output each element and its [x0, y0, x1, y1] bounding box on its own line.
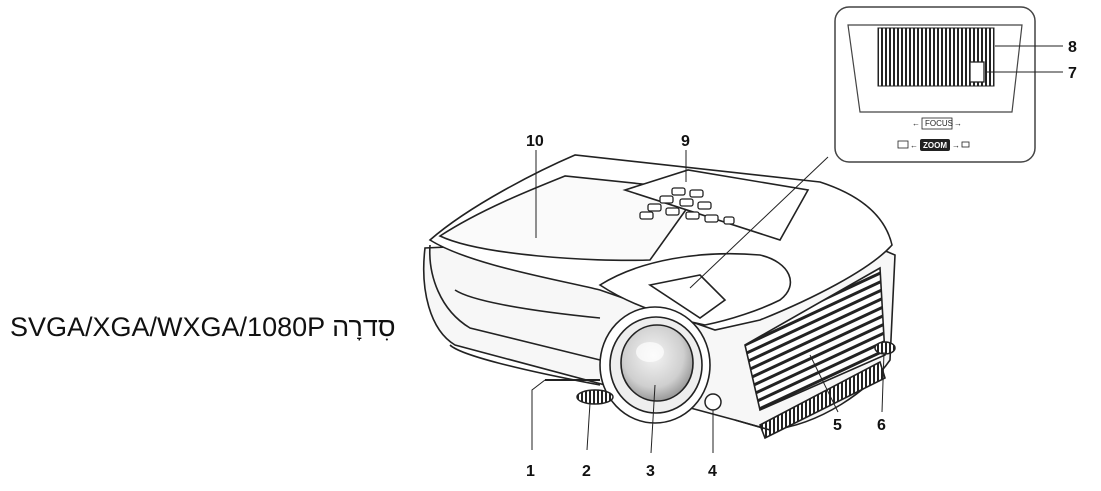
focus-indicator: ← FOCUS → — [912, 117, 962, 130]
callout-7: 7 — [1068, 65, 1077, 82]
svg-text:→: → — [952, 141, 960, 150]
callout-9: 9 — [681, 133, 690, 150]
zoom-focus-inset: ← FOCUS → ← ZOOM → — [834, 6, 1036, 163]
callout-10: 10 — [526, 133, 544, 150]
callout-numbers: 1 2 3 4 5 6 7 8 9 10 — [526, 39, 1077, 480]
callout-4: 4 — [708, 463, 717, 480]
svg-text:←: ← — [910, 141, 918, 150]
series-label: SVGA/XGA/WXGA/1080P סִדרָה — [10, 312, 396, 342]
callout-1: 1 — [526, 463, 535, 480]
control-panel — [639, 187, 735, 225]
focus-label: FOCUS — [925, 119, 953, 128]
zoom-lever — [969, 61, 985, 83]
zoom-label: ZOOM — [923, 141, 947, 150]
svg-text:→: → — [954, 119, 962, 128]
adjustable-feet — [576, 341, 896, 405]
callout-8: 8 — [1068, 39, 1077, 56]
callout-3: 3 — [646, 463, 655, 480]
zoom-indicator: ← ZOOM → — [897, 139, 970, 151]
svg-text:←: ← — [912, 119, 920, 128]
ir-receiver — [704, 393, 722, 411]
callout-5: 5 — [833, 417, 842, 434]
lens-assembly — [599, 306, 711, 424]
leader-lines — [531, 45, 1063, 454]
callout-2: 2 — [582, 463, 591, 480]
callout-6: 6 — [877, 417, 886, 434]
